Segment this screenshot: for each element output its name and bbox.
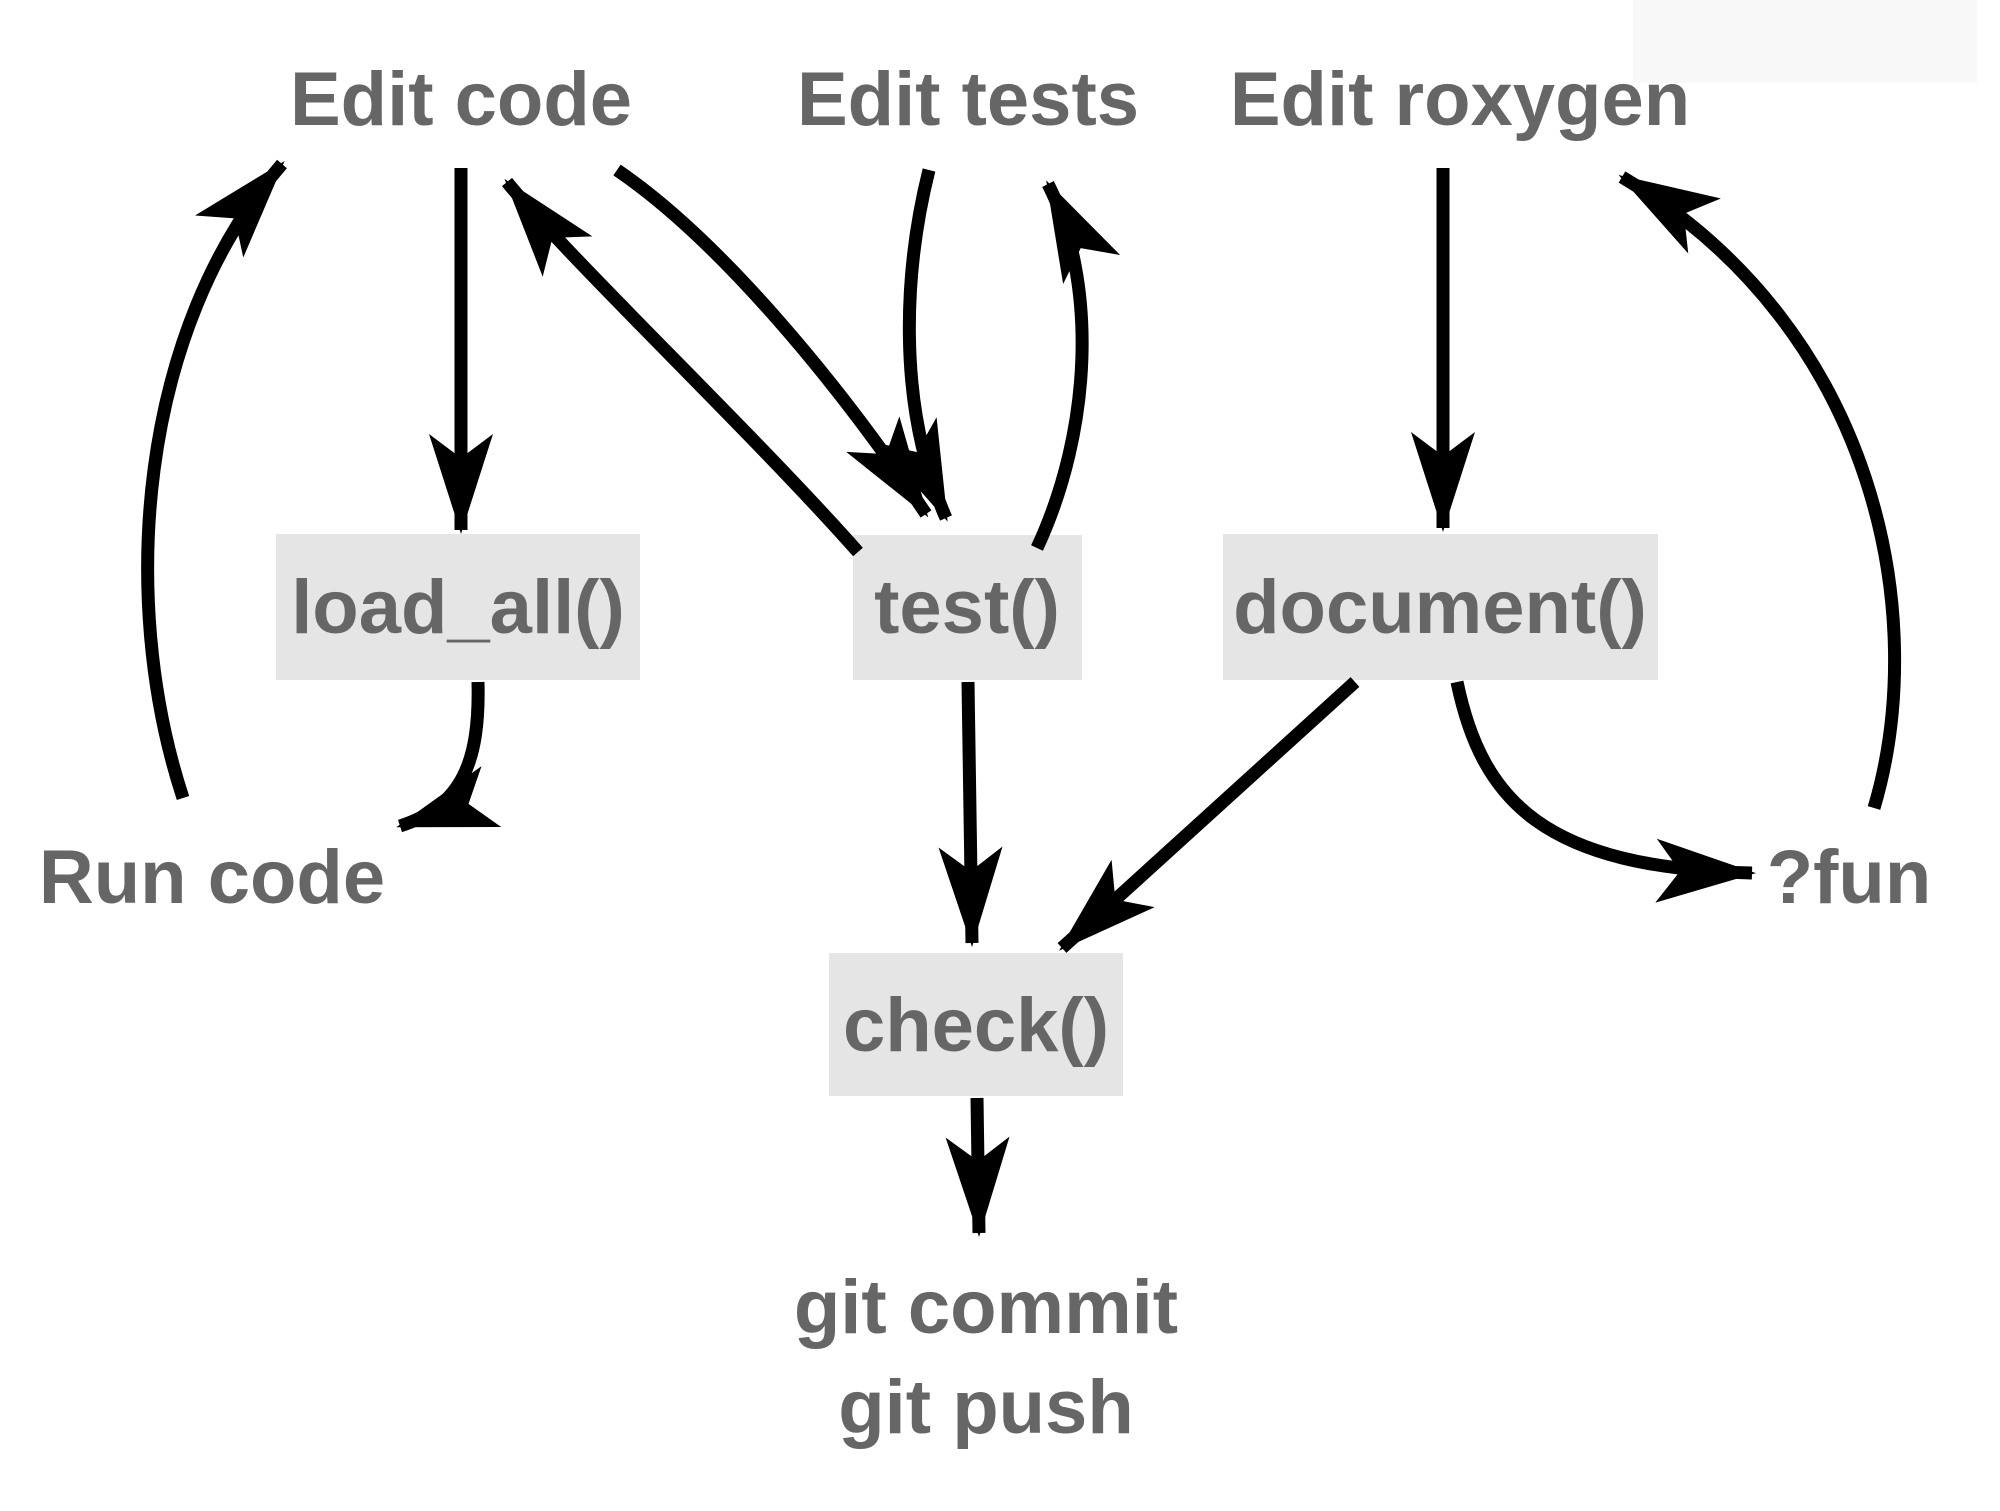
load-all-label: load_all()	[291, 565, 625, 650]
arrow-run-code-to-edit-code	[141, 159, 287, 801]
arrow-test-to-edit-code	[501, 177, 863, 557]
test-label: test()	[874, 565, 1060, 650]
test-box	[853, 535, 1082, 680]
arrow-check-to-git	[945, 1097, 1010, 1237]
arrow-test-to-check	[938, 681, 1003, 947]
fun-help-label: ?fun	[1767, 835, 1932, 920]
edit-tests-label: Edit tests	[797, 57, 1139, 142]
edit-code-label: Edit code	[290, 57, 632, 142]
arrow-fun-help-to-edit-roxygen	[1618, 171, 1902, 810]
arrow-document-to-check	[1057, 677, 1360, 953]
edit-roxygen-label: Edit roxygen	[1230, 57, 1690, 142]
run-code-label: Run code	[39, 835, 385, 920]
corner-highlight	[1633, 0, 1977, 83]
git-commit-label: git commit	[794, 1265, 1178, 1350]
check-label: check()	[843, 983, 1109, 1068]
check-box	[829, 953, 1123, 1096]
arrow-load-all-to-run-code	[396, 681, 502, 833]
load-all-box	[276, 534, 640, 680]
arrow-edit-tests-to-test	[878, 168, 952, 522]
document-box	[1223, 534, 1658, 680]
document-label: document()	[1233, 565, 1647, 650]
git-push-label: git push	[838, 1365, 1134, 1450]
arrow-document-to-fun-help	[1450, 680, 1756, 903]
arrow-test-to-edit-tests	[1031, 180, 1121, 551]
